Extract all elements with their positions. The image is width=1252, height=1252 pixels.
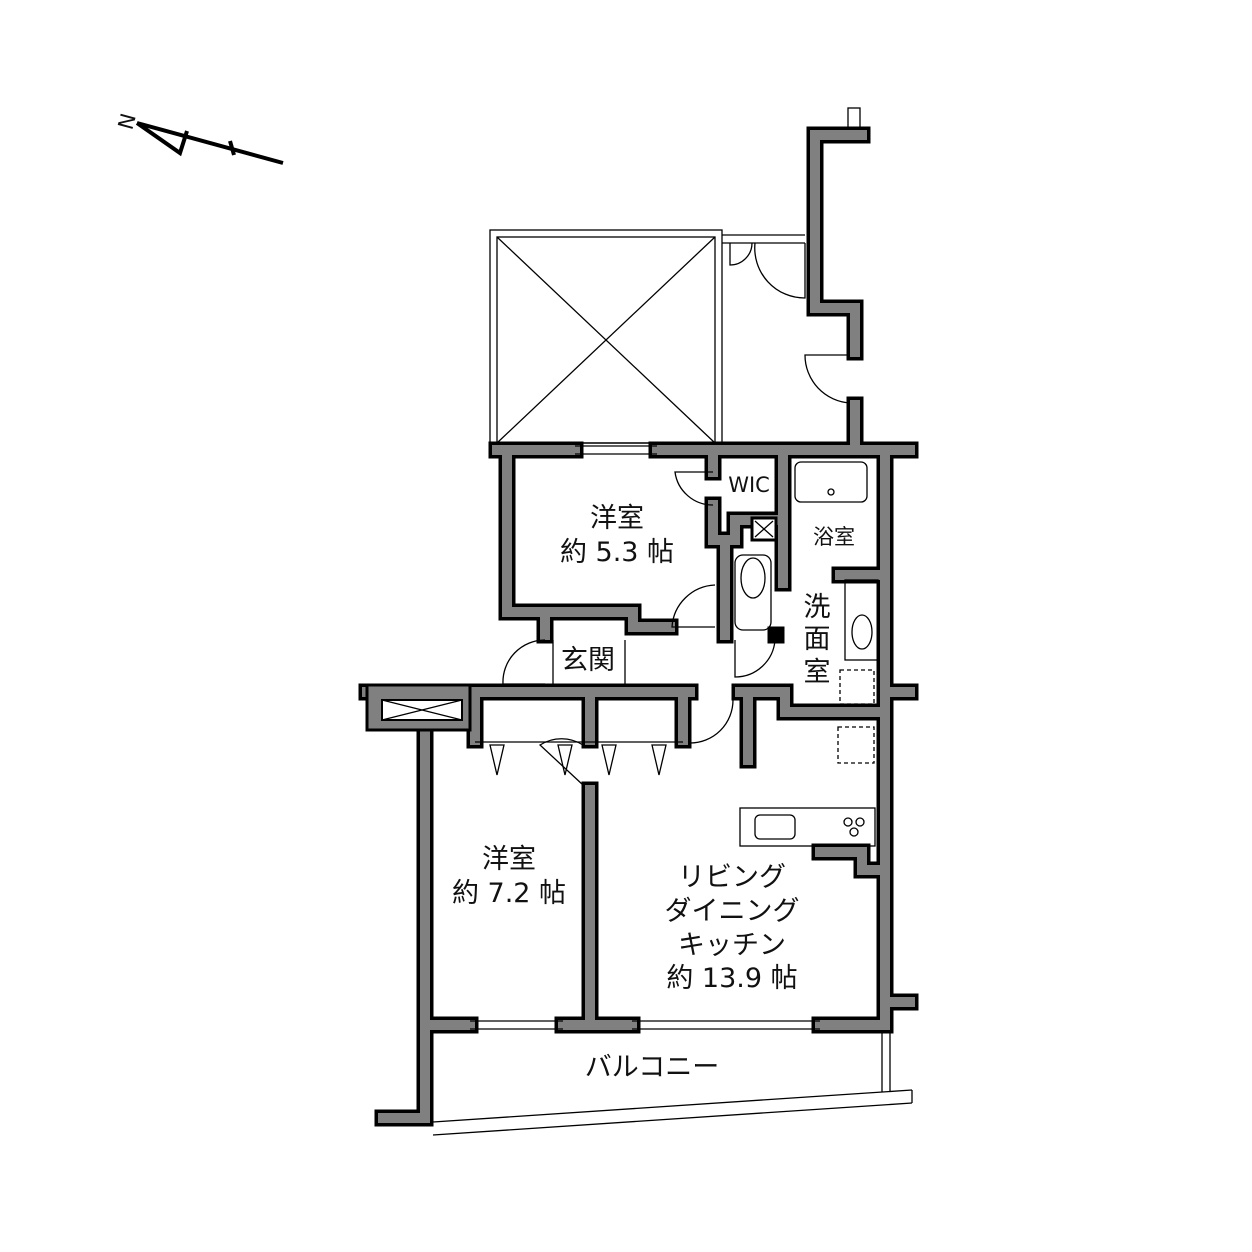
- toilet-icon: [734, 554, 772, 631]
- room-bath: 浴室: [813, 525, 855, 549]
- room-name-char: 面: [803, 624, 831, 656]
- room-name-char: 洗: [803, 592, 831, 623]
- shaft: [489, 107, 861, 444]
- room-western-2: 洋室 約 7.2 帖: [452, 843, 566, 911]
- balcony-label: バルコニー: [584, 1052, 720, 1083]
- room-entrance: 玄関: [561, 645, 615, 676]
- north-arrow-icon: [135, 121, 284, 165]
- room-ldk: リビング ダイニング キッチン 約 13.9 帖: [665, 861, 800, 996]
- bathtub-icon: [794, 461, 868, 503]
- walls: [358, 126, 919, 1127]
- room-name: 洋室: [481, 844, 536, 875]
- fixtures: [734, 461, 879, 847]
- room-size: 約 7.2 帖: [451, 877, 567, 909]
- room-washroom: 洗 面 室: [804, 592, 831, 689]
- room-name: 洋室: [589, 503, 644, 534]
- room-wic: WIC: [728, 473, 770, 497]
- kitchen-counter: [739, 807, 876, 847]
- room-size: 約 13.9 帖: [666, 963, 798, 995]
- sink-icon: [844, 579, 879, 661]
- room-name-line: リビング: [678, 862, 786, 893]
- room-western-1: 洋室 約 5.3 帖: [560, 502, 674, 570]
- room-name-line: ダイニング: [664, 895, 800, 927]
- room-name-line: キッチン: [678, 929, 786, 961]
- room-name-char: 室: [803, 656, 831, 688]
- openings: [470, 445, 820, 1030]
- room-size: 約 5.3 帖: [559, 536, 675, 568]
- balcony-outline: [432, 1033, 913, 1136]
